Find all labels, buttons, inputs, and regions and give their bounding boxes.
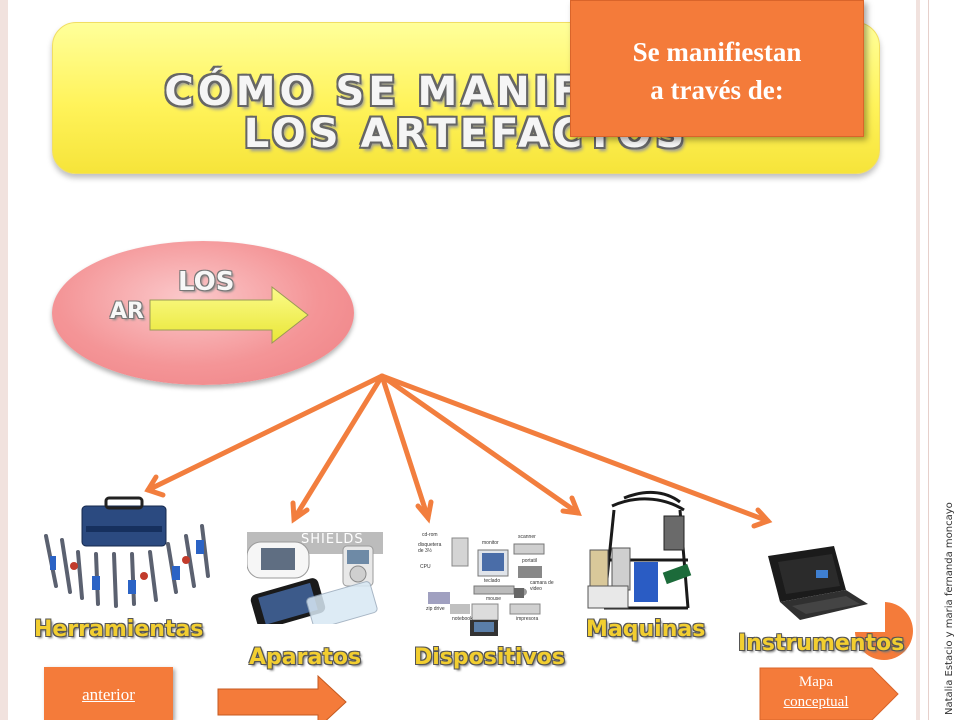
machine-icon: [587, 491, 692, 610]
left-border-stripe: [0, 0, 8, 720]
devices-graphic: [247, 532, 383, 624]
connector-dispositivos: [379, 373, 431, 521]
ellipse-word-2: AR: [110, 299, 144, 324]
connector-lines: [144, 373, 773, 529]
computer-devices-icon: cd-rom disquetera de 3½ monitor scanner …: [410, 530, 560, 640]
right-arrow-icon: [149, 285, 309, 345]
small-label-cdrom: cd-rom: [422, 532, 438, 538]
small-label-scanner: scanner: [518, 534, 536, 540]
callout-text: Se manifiestan a través de:: [571, 33, 863, 109]
watermark-text: SHIELDS: [301, 532, 364, 547]
label-aparatos: Aparatos: [249, 645, 362, 670]
connector-herramientas: [145, 373, 385, 493]
anterior-link[interactable]: anterior: [82, 685, 135, 704]
small-label-mouse: mouse: [486, 596, 502, 602]
small-label-zipdrive: zip drive: [426, 606, 445, 612]
arrowhead-dispositivos: [415, 499, 434, 524]
arrowhead-aparatos: [290, 500, 310, 524]
next-arrow-icon[interactable]: [217, 674, 347, 720]
small-label-impresora: impresora: [516, 616, 539, 622]
label-maquinas: Maquinas: [586, 617, 706, 642]
connector-maquinas: [379, 373, 581, 516]
label-herramientas: Herramientas: [34, 617, 204, 642]
callout-box: Se manifiestan a través de:: [570, 0, 864, 137]
small-label-monitor: monitor: [482, 540, 499, 546]
phone-console-icon: SHIELDS: [247, 532, 383, 624]
small-label-portatil: portatil: [522, 558, 538, 564]
right-border-line: [928, 0, 929, 720]
mapa-conceptual-link[interactable]: conceptual: [783, 694, 849, 710]
small-label-teclado: teclado: [484, 578, 501, 584]
connector-aparatos: [291, 373, 385, 522]
mapa-conceptual-button[interactable]: [759, 667, 899, 720]
connector-instrumentos: [379, 373, 771, 524]
anterior-button[interactable]: anterior: [44, 667, 173, 720]
toolbox-icon: [44, 496, 210, 608]
small-label-camara: camara de video: [530, 580, 554, 592]
arrowhead-instrumentos: [751, 507, 773, 529]
callout-line-1: Se manifiestan: [632, 37, 802, 67]
laptop-icon: [768, 546, 868, 620]
mapa-label[interactable]: Mapa: [798, 674, 834, 690]
arrowhead-herramientas: [144, 474, 166, 498]
label-instrumentos: Instrumentos: [738, 631, 905, 656]
arrowhead-maquinas: [560, 495, 582, 517]
pie-decoration-icon: [855, 602, 913, 660]
small-label-disquetera: disquetera de 3½: [418, 542, 442, 554]
ellipse-word-1: LOS: [178, 267, 235, 297]
small-label-notebook: notebook: [452, 616, 473, 622]
label-dispositivos: Dispositivos: [414, 645, 566, 670]
peripherals-graphic: [428, 537, 545, 636]
page-title: CÓMO SE MANIFIESTAN LOS ARTEFACTOS: [53, 71, 879, 155]
right-border-stripe: [916, 0, 920, 720]
callout-line-2: a través de:: [650, 75, 784, 105]
small-label-cpu: CPU: [420, 564, 431, 570]
